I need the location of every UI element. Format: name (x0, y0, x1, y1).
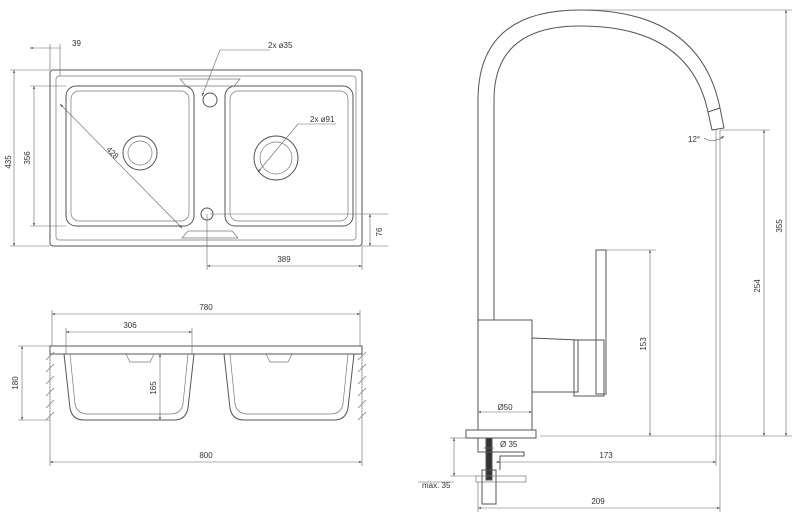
right-drain-inner (259, 141, 293, 175)
dim-76-label: 76 (375, 227, 384, 236)
left-drain-inner (127, 140, 153, 166)
dim-35-label: Ø 35 (500, 440, 518, 449)
dim-389-label: 389 (277, 255, 291, 264)
dim-153-label: 153 (639, 337, 648, 351)
right-bowl-inner (229, 90, 349, 222)
dim-50-label: Ø50 (497, 403, 513, 412)
left-bowl-top (65, 85, 195, 227)
faucet-side-view: 12° 355 254 153 Ø50 Ø 35 173 max. 35 209 (418, 9, 792, 512)
dim-2x35-label: 2x ø35 (268, 41, 293, 50)
dim-306-label: 306 (123, 321, 137, 330)
faucet-lever (531, 337, 579, 393)
dim-254-label: 254 (753, 279, 762, 293)
dim-355-label: 355 (775, 219, 784, 233)
dim-209-label: 209 (591, 497, 605, 506)
dim-180-label: 180 (11, 376, 20, 390)
right-bowl-top (224, 85, 354, 227)
left-bowl-inner (70, 90, 190, 222)
dim-435-label: 435 (4, 155, 13, 169)
sink-outer-edge (49, 69, 363, 247)
tap-hole-top (202, 92, 218, 108)
faucet-spout (477, 9, 721, 320)
dim-173-label: 173 (599, 451, 613, 460)
dim-max35-label: max. 35 (422, 481, 451, 490)
dim-39-label: 39 (72, 39, 81, 48)
dim-356-label: 356 (23, 151, 32, 165)
sink-inner-edge (55, 75, 357, 241)
sink-top-view: 39 2x ø35 2x ø91 435 356 428 76 389 (4, 39, 388, 270)
dim-428-label: 428 (105, 145, 121, 161)
dim-165-label: 165 (149, 381, 158, 395)
sink-side-view: 780 306 165 180 800 (11, 303, 367, 466)
dim-12deg-label: 12° (688, 135, 700, 144)
left-bowl-side (63, 353, 195, 421)
right-drain (253, 135, 299, 181)
dim-800-label: 800 (199, 451, 213, 460)
dim-2x91-label: 2x ø91 (310, 115, 335, 124)
faucet-base (465, 429, 537, 439)
faucet-body (477, 319, 533, 431)
dim-780-label: 780 (199, 303, 213, 312)
right-bowl-side (223, 353, 355, 421)
